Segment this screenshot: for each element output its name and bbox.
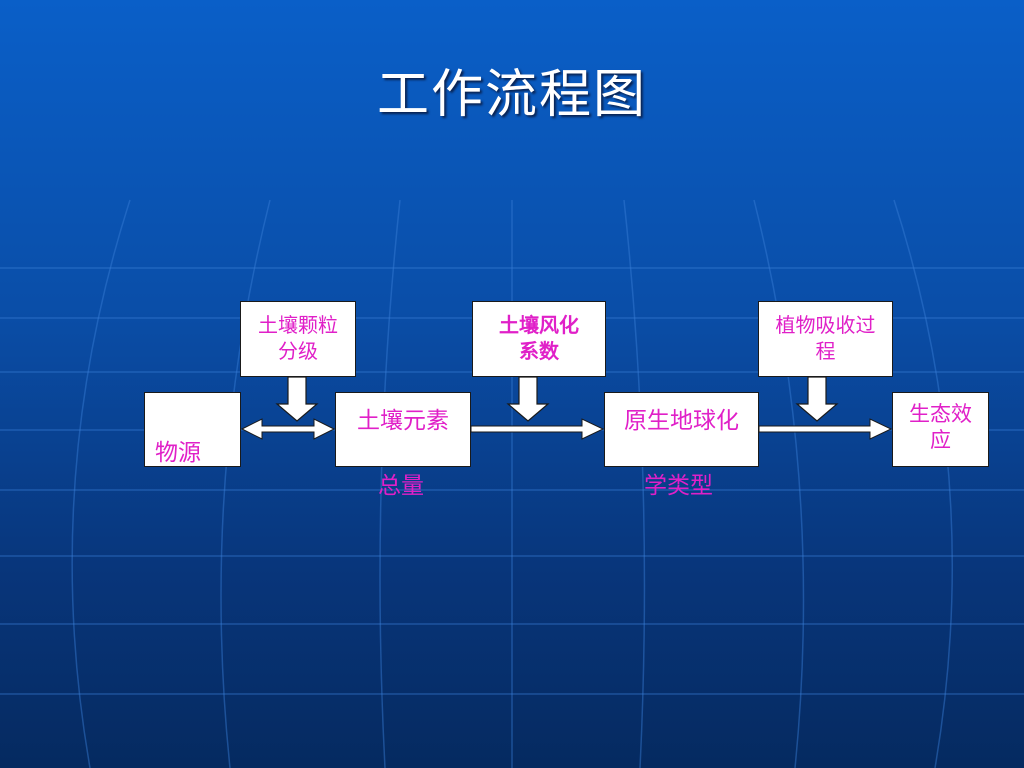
factor-grain-line2: 分级	[278, 339, 318, 363]
down-arrow-weathering	[506, 376, 550, 422]
node-soil-total-line1: 土壤元素	[357, 408, 449, 434]
node-geochem-line2: 学类型	[644, 473, 713, 499]
node-source-box: 物源	[144, 392, 241, 467]
page-title: 工作流程图	[376, 65, 647, 125]
double-arrow-source-soil	[240, 418, 336, 440]
factor-weathering-box: 土壤风化 系数	[472, 301, 606, 377]
factor-weathering-line1: 土壤风化	[499, 313, 579, 337]
factor-plant-box: 植物吸收过 程	[758, 301, 893, 377]
node-source-label: 物源	[155, 440, 201, 466]
node-geochem-box: 原生地球化	[604, 392, 759, 467]
down-arrow-grain	[275, 376, 319, 422]
node-geochem-line1: 原生地球化	[624, 408, 739, 434]
factor-grain-line1: 土壤颗粒	[258, 313, 338, 337]
node-ecology-box: 生态效 应	[892, 392, 989, 467]
down-arrow-plant	[795, 376, 839, 422]
arrow-soil-to-geochem	[470, 418, 605, 440]
factor-plant-line1: 植物吸收过	[775, 313, 876, 337]
node-soil-total-line2: 总量	[378, 473, 424, 499]
arrow-geochem-to-ecology	[758, 418, 893, 440]
node-ecology-line2: 应	[930, 428, 951, 452]
node-ecology-line1: 生态效	[909, 402, 972, 426]
factor-weathering-line2: 系数	[519, 339, 559, 363]
node-soil-total-box: 土壤元素	[335, 392, 471, 467]
factor-plant-line2: 程	[815, 339, 836, 363]
